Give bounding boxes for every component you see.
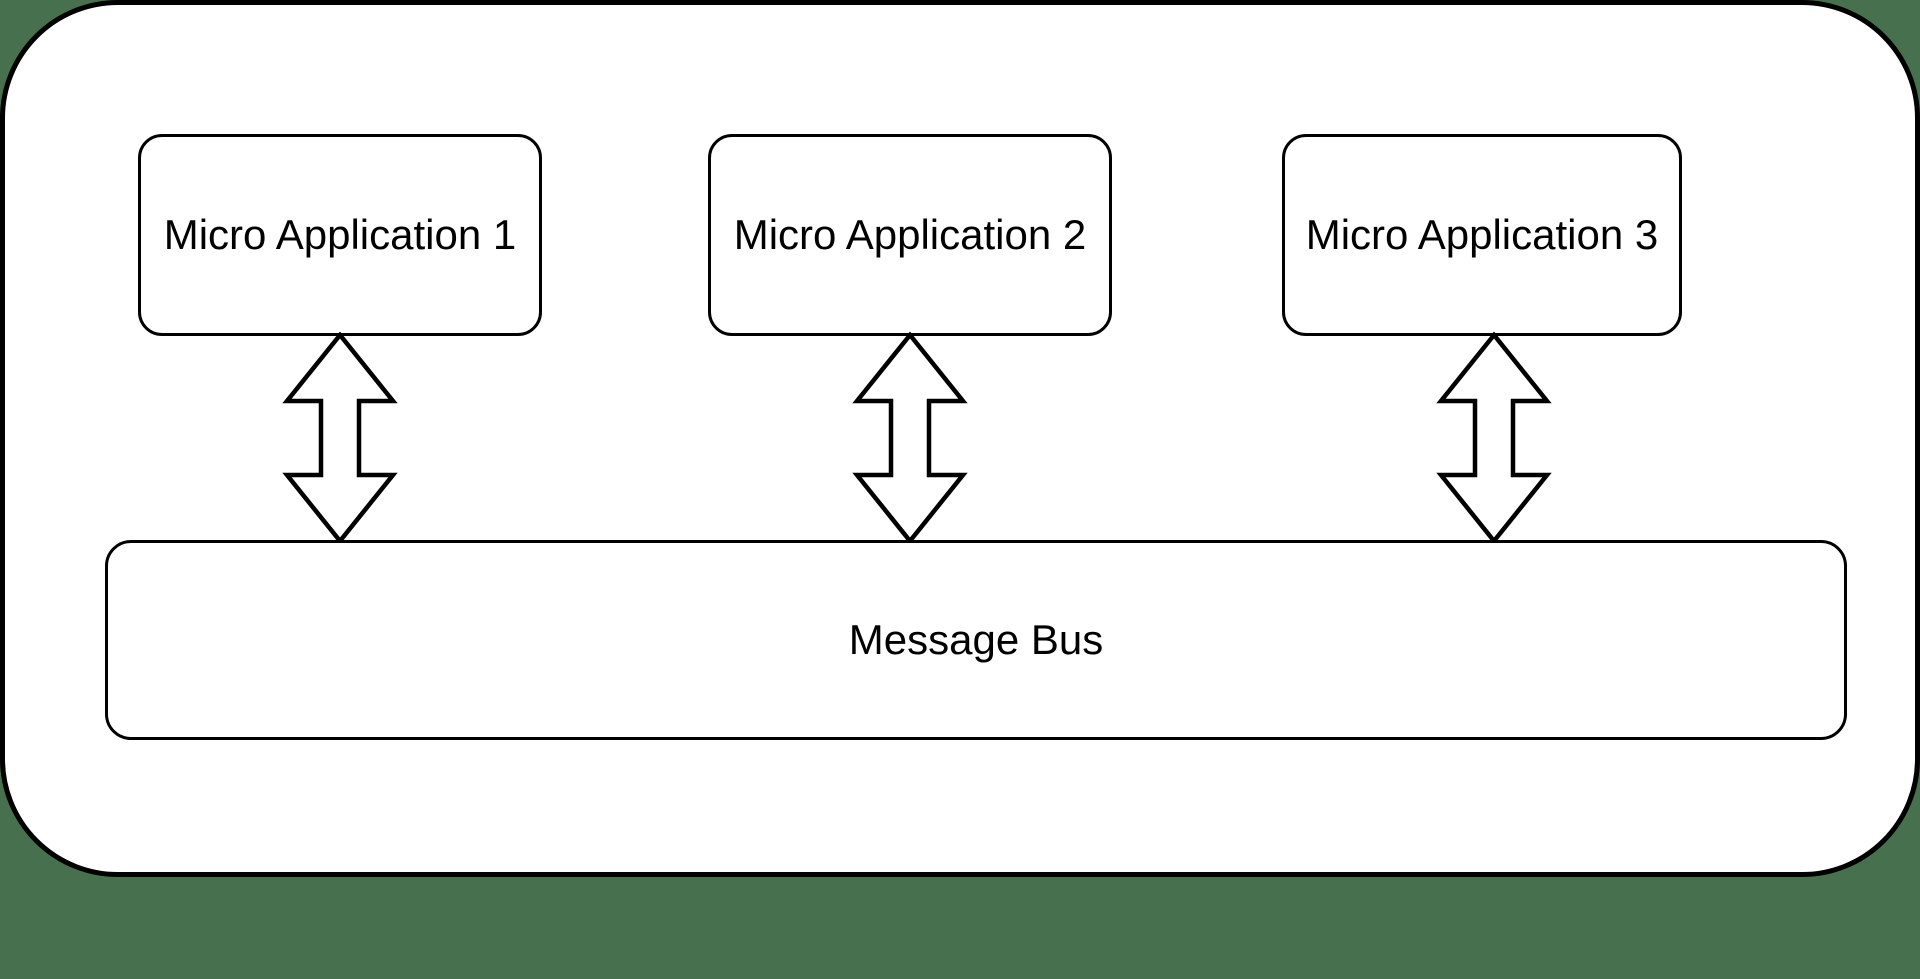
node-micro-application-3: Micro Application 3 xyxy=(1282,134,1682,336)
bidirectional-arrow-app2-bus xyxy=(852,332,968,544)
node-micro-application-2: Micro Application 2 xyxy=(708,134,1112,336)
node-micro-application-1-label: Micro Application 1 xyxy=(163,210,517,258)
bidirectional-arrow-app3-bus xyxy=(1436,332,1552,544)
node-micro-application-1: Micro Application 1 xyxy=(138,134,542,336)
node-micro-application-3-label: Micro Application 3 xyxy=(1305,210,1659,258)
node-message-bus: Message Bus xyxy=(105,540,1847,740)
node-message-bus-label: Message Bus xyxy=(848,615,1104,663)
node-micro-application-2-label: Micro Application 2 xyxy=(733,210,1087,258)
bidirectional-arrow-app1-bus xyxy=(282,332,398,544)
